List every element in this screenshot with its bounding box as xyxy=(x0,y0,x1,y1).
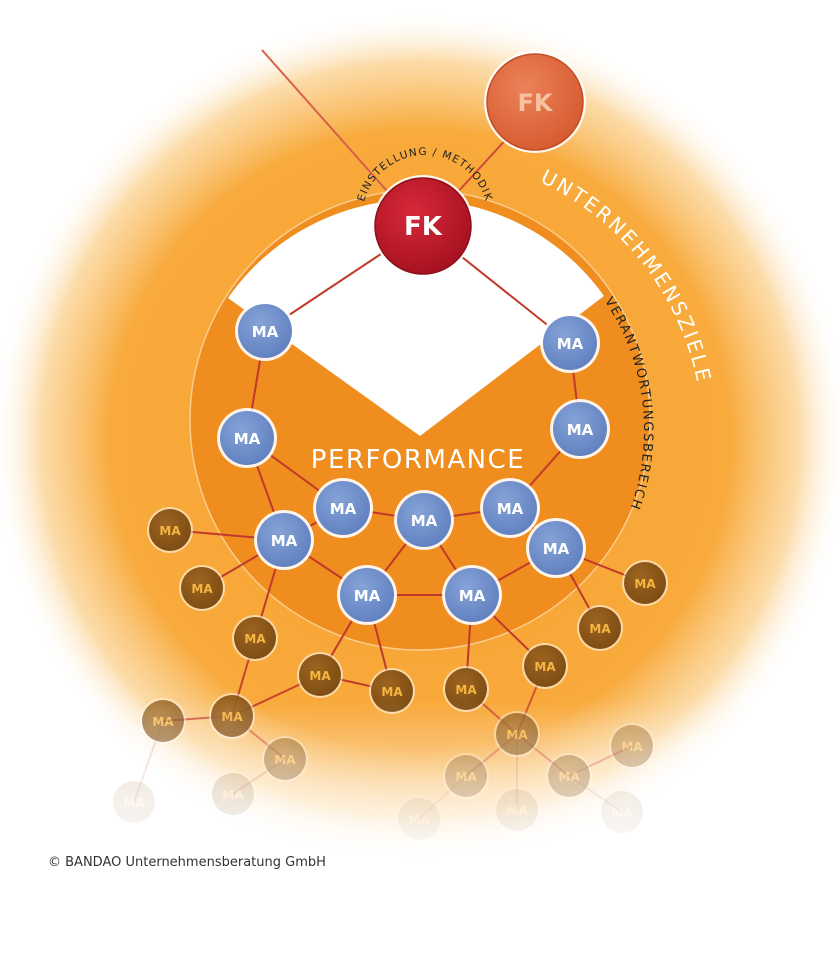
outer-member-node: MA xyxy=(232,615,278,661)
outer-member-node: MA xyxy=(179,565,225,611)
team-member-node: MA xyxy=(394,490,454,550)
node-label: MA xyxy=(159,524,181,538)
outer-member-node: MA xyxy=(147,507,193,553)
node-label: MA xyxy=(534,660,556,674)
node-label: MA xyxy=(543,540,570,558)
node-label: MA xyxy=(455,683,477,697)
node-label: MA xyxy=(330,500,357,518)
node-label: MA xyxy=(497,500,524,518)
top-manager-node: FK xyxy=(484,51,586,153)
node-label: MA xyxy=(557,335,584,353)
fk-connector xyxy=(454,134,511,196)
outer-member-node: MA xyxy=(443,666,489,712)
team-member-node: MA xyxy=(526,518,586,578)
team-member-node: MA xyxy=(217,408,277,468)
node-label: MA xyxy=(411,512,438,530)
node-label: MA xyxy=(244,632,266,646)
outer-member-node: MA xyxy=(622,560,668,606)
outer-member-node: MA xyxy=(297,652,343,698)
top-left-connector xyxy=(261,49,396,201)
team-member-node: MA xyxy=(254,510,314,570)
node-label: MA xyxy=(309,669,331,683)
node-label: FK xyxy=(518,89,554,117)
copyright-notice: © BANDAO Unternehmensberatung GmbH xyxy=(48,855,326,870)
node-label: MA xyxy=(271,532,298,550)
team-member-node: MA xyxy=(235,301,295,361)
node-label: MA xyxy=(234,430,261,448)
node-label: MA xyxy=(252,323,279,341)
outer-member-node: MA xyxy=(577,605,623,651)
bottom-fade xyxy=(0,700,840,880)
node-label: MA xyxy=(459,587,486,605)
node-label: MA xyxy=(381,685,403,699)
node-label: MA xyxy=(567,421,594,439)
team-lead-node: FK xyxy=(372,175,474,277)
team-member-node: MA xyxy=(337,565,397,625)
outer-member-node: MA xyxy=(522,643,568,689)
attitude-segment xyxy=(228,199,604,436)
team-member-node: MA xyxy=(480,478,540,538)
node-label: MA xyxy=(589,622,611,636)
center-label: PERFORMANCE xyxy=(311,445,525,475)
team-member-node: MA xyxy=(442,565,502,625)
team-member-node: MA xyxy=(550,399,610,459)
node-label: MA xyxy=(354,587,381,605)
node-label: FK xyxy=(404,212,443,242)
node-label: MA xyxy=(634,577,656,591)
node-label: MA xyxy=(191,582,213,596)
team-member-node: MA xyxy=(540,313,600,373)
team-member-node: MA xyxy=(313,478,373,538)
